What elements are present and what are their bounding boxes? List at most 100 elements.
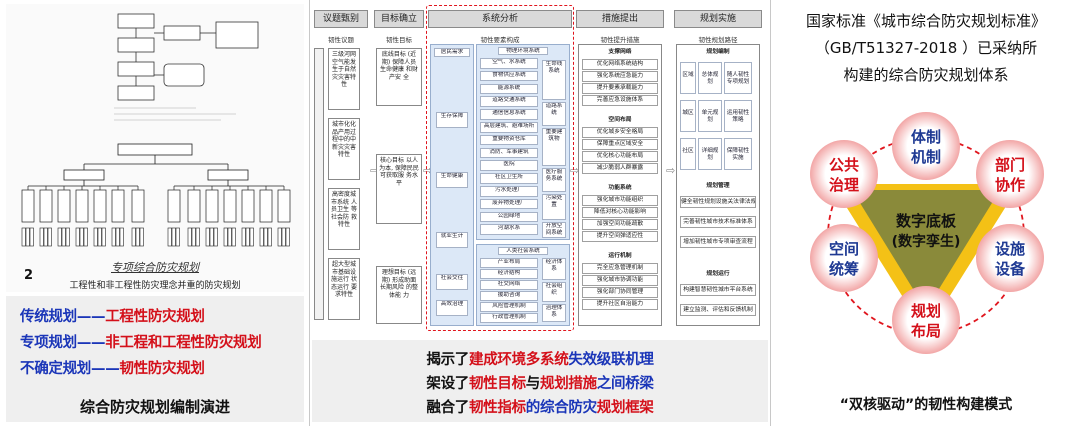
- sketch-title: 专项综合防灾规划: [111, 261, 199, 274]
- resident-need-item: 社会交往: [436, 274, 468, 290]
- bubble-label: 机制: [911, 148, 941, 166]
- measure-item: 强化部门协同管理: [582, 287, 658, 298]
- column-subheader-4: 韧性提升措施: [600, 36, 640, 44]
- right-footer-caption: “双核驱动”的韧性构建模式: [839, 397, 1013, 413]
- physical-system-tag: 生命线系统: [542, 60, 566, 100]
- measure-group-header: 支撑网络: [582, 48, 658, 57]
- tree-sub-node: [83, 227, 88, 247]
- physical-system-row: 公园绿地: [480, 211, 538, 223]
- measure-item: 加强空间功能疏散: [582, 219, 658, 230]
- bubble-circle: [810, 224, 878, 292]
- tree-sub-node: [205, 227, 210, 247]
- summary-segment: 之间桥梁: [596, 376, 654, 392]
- issue-item: 高密度城 市系统 人员卫生 等社会防 救特性: [328, 188, 360, 250]
- bubble-circle: [976, 140, 1044, 208]
- dual-core-model-diagram: 数字底板 (数字孪生) 体制机制部门协作设施设备规划布局空间统筹公共治理: [810, 112, 1044, 354]
- tree-sub-node: [259, 227, 264, 247]
- physical-system-row: 通信信息系统: [480, 109, 538, 120]
- measure-item: 保障重点区域安全: [582, 139, 658, 150]
- bubble-label: 协作: [995, 176, 1025, 194]
- physical-system-row: 社区卫生所: [480, 173, 538, 184]
- physical-system-row: 污水处理厂: [480, 186, 538, 197]
- divider: [309, 0, 310, 426]
- evolution-type: 不确定规划: [20, 361, 91, 377]
- evolution-desc: 韧性防灾规划: [119, 361, 205, 377]
- tree-sub-node: [131, 227, 136, 247]
- implementation-grid-cell: 区域: [680, 62, 696, 94]
- issue-item: 三级河网 空气能发 生于自然 灾灾害特 性: [328, 48, 360, 110]
- tree-leaf-node: [57, 189, 71, 223]
- summary-segment: 揭示了: [426, 352, 469, 368]
- tree-sub-node: [65, 227, 70, 247]
- evolution-type: 传统规划: [20, 309, 77, 325]
- tree-sub-node: [21, 227, 26, 247]
- tree-sub-node: [97, 227, 102, 247]
- bubble-circle: [892, 112, 960, 180]
- summary-segment: 韧性指标: [468, 400, 526, 416]
- implementation-grid-cell: 总体规划: [698, 62, 722, 94]
- measure-item: 降低对核心功能影响: [582, 207, 658, 218]
- resident-need-item: 生命健康: [436, 172, 468, 188]
- issue-item: 超大型城 市基础设 施运行 状态运行 要求特性: [328, 258, 360, 320]
- evolution-type: 专项规划: [20, 335, 77, 351]
- tree-sub-node: [79, 227, 84, 247]
- implementation-grid-cell: 城区: [680, 100, 696, 132]
- bubble-label: 体制: [911, 128, 941, 146]
- sketch-caption: 工程性和非工程性防灾理念并重的防灾规划: [69, 281, 241, 291]
- bubble-label: 空间: [829, 240, 859, 258]
- implementation-ops-header: 规划运行: [680, 270, 756, 279]
- evolution-box: 传统规划——工程性防灾规划 专项规划——非工程和工程性防灾规划 不确定规划——韧…: [6, 296, 304, 422]
- system-analysis-frame: [426, 5, 574, 331]
- tree-sub-node: [241, 227, 246, 247]
- bubble-label: 治理: [829, 176, 859, 194]
- summary-segment: 与: [525, 376, 541, 392]
- column-subheader-2: 韧性目标: [386, 36, 412, 44]
- sketch-number: 2: [24, 268, 34, 283]
- tree-sub-node: [47, 227, 52, 247]
- tree-sub-node: [29, 227, 34, 247]
- tree-sub-node: [39, 227, 44, 247]
- column-header-3: 系统分析: [428, 10, 572, 28]
- tree-sub-node: [57, 227, 62, 247]
- tree-sub-node: [281, 227, 286, 247]
- physical-system-row: 河湖水系: [480, 224, 538, 235]
- center-label-1: 数字底板: [896, 212, 957, 230]
- implementation-grid-cell: 随人韧性 专项规划: [724, 62, 752, 94]
- implementation-path-header: 规划编制: [680, 48, 756, 57]
- social-system-row: 经济结构: [480, 269, 538, 279]
- tree-sub-node: [93, 227, 98, 247]
- tree-sub-node: [245, 227, 250, 247]
- left-panel: 专项综合防灾规划 2 工程性和非工程性防灾理念并重的防灾规划 传统规划——工程性…: [0, 0, 308, 426]
- tree-sub-node: [175, 227, 180, 247]
- implementation-grid-cell: 单元规划: [698, 100, 722, 132]
- tree-sub-node: [139, 227, 144, 247]
- tree-leaf-node: [21, 189, 35, 223]
- tree-sub-node: [119, 227, 124, 247]
- summary-segment: 规划措施: [540, 376, 597, 392]
- tree-sub-node: [171, 227, 176, 247]
- planning-framework-diagram: 议题甄别韧性议题目标确立韧性目标系统分析韧性要素构成措施提出韧性提升措施规划实施…: [312, 4, 768, 332]
- physical-system-tag: 开放空间系统: [542, 222, 566, 238]
- measure-group-header: 功能系统: [582, 184, 658, 193]
- social-system-row: 产业布局: [480, 258, 538, 268]
- goal-item: 核心目标 以人为本, 保障民民 可获取服 务水平: [376, 154, 422, 224]
- implementation-mgmt-header: 规划管理: [680, 182, 756, 191]
- flow-arrow: ⇨: [570, 164, 580, 177]
- social-system-row: 社交网络: [480, 280, 538, 290]
- physical-system-row: 医院: [480, 160, 538, 171]
- tree-sub-node: [135, 227, 140, 247]
- physical-system-header: 物理环境系统: [498, 47, 548, 55]
- tree-leaf-node: [75, 189, 89, 223]
- implementation-grid-cell: 运用韧性 策略: [724, 100, 752, 132]
- measure-group-header: 空间布局: [582, 116, 658, 125]
- column-header-1: 议题甄别: [314, 10, 368, 28]
- bubble-label: 规划: [911, 302, 941, 320]
- tree-sub-node: [209, 227, 214, 247]
- tree-sub-node: [267, 227, 272, 247]
- tree-sub-node: [111, 227, 116, 247]
